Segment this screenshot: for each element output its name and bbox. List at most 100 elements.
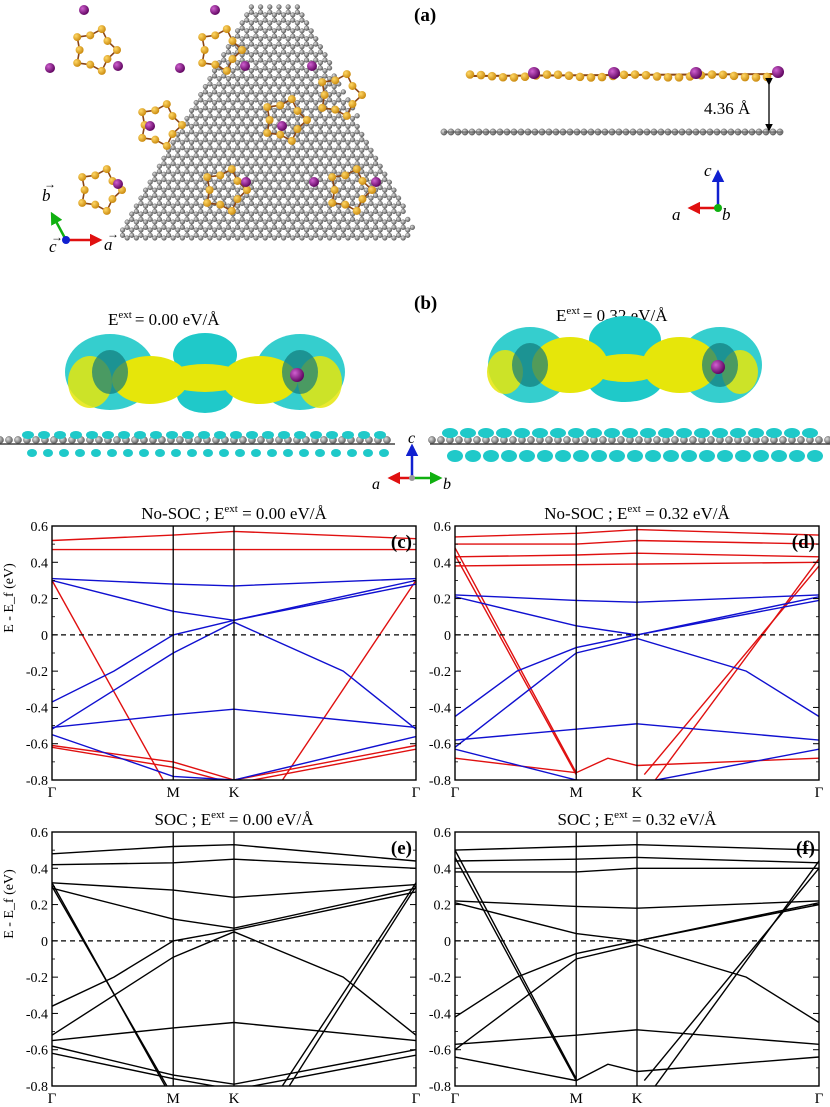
axes-indicator-b: c a b xyxy=(372,430,451,493)
y-tick-label: 0 xyxy=(41,629,48,644)
panel-a: (a) 4.36 Å a b c → → → c a b xyxy=(42,4,784,256)
y-tick-label: 0.2 xyxy=(434,593,452,608)
band-12 xyxy=(455,1029,819,1045)
y-tick-label: -0.2 xyxy=(26,665,48,680)
band-6 xyxy=(455,856,819,864)
chart-title-sup: ext xyxy=(627,503,640,515)
band-2 xyxy=(455,849,577,1080)
x-tick-label: Γ xyxy=(412,1091,421,1107)
panel-label: (d) xyxy=(792,532,815,553)
vector-hat-c: → xyxy=(51,230,63,244)
band-7 xyxy=(52,577,416,587)
y-tick-label: 0.2 xyxy=(434,899,452,914)
panel-label: (e) xyxy=(391,838,412,859)
band-4 xyxy=(654,860,819,1086)
y-tick-label: -0.2 xyxy=(429,665,451,680)
e-symbol-left: E xyxy=(108,310,118,329)
band-1 xyxy=(52,580,164,780)
band-8 xyxy=(455,900,819,909)
band-9 xyxy=(455,757,819,774)
c-axis-label-b: c xyxy=(408,430,415,447)
chart-title: No-SOC ; Eext = 0.32 eV/Å xyxy=(544,503,730,523)
band-4 xyxy=(52,530,416,542)
a-axis-label: a xyxy=(104,235,113,254)
chart-title-prefix: SOC ; E xyxy=(154,810,211,829)
y-tick-label: -0.2 xyxy=(26,971,48,986)
band-4 xyxy=(654,558,819,780)
x-tick-label: Γ xyxy=(48,1091,57,1107)
band-7 xyxy=(455,843,819,851)
panel-label: (f) xyxy=(796,838,815,859)
y-tick-label: -0.6 xyxy=(26,1044,48,1059)
band-5 xyxy=(52,858,416,869)
y-tick-label: -0.6 xyxy=(429,1044,451,1059)
band-10 xyxy=(455,594,819,603)
band-11 xyxy=(455,596,819,636)
axes-indicator-side-view: c a b xyxy=(672,161,731,224)
x-tick-label: Γ xyxy=(412,785,421,801)
chart-title-suffix: = 0.32 eV/Å xyxy=(628,810,718,829)
a-axis-label-b: a xyxy=(372,476,380,493)
band-6 xyxy=(52,843,416,862)
panel-b-label: (b) xyxy=(414,293,437,314)
y-tick-label: -0.4 xyxy=(429,701,451,716)
ext-sup-left: ext xyxy=(118,309,131,321)
y-tick-label: -0.6 xyxy=(429,738,451,753)
band-9 xyxy=(455,902,819,942)
y-tick-label: 0.4 xyxy=(31,556,49,571)
charge-density-right xyxy=(487,316,762,403)
band-3 xyxy=(643,565,819,776)
panel-b: (b) Eext= 0.00 eV/Å Eext= 0.32 eV/Å xyxy=(0,293,830,493)
band-5 xyxy=(455,867,819,873)
x-tick-label: K xyxy=(632,1091,643,1107)
y-tick-label: 0 xyxy=(444,629,451,644)
x-tick-label: Γ xyxy=(451,1091,460,1107)
y-tick-label: 0.4 xyxy=(434,556,452,571)
band-2 xyxy=(52,886,168,1086)
band-7 xyxy=(52,882,416,899)
chart-title-prefix: No-SOC ; E xyxy=(141,504,224,523)
panel-a-label: (a) xyxy=(414,5,436,26)
band-5 xyxy=(52,744,416,780)
chart-title-sup: ext xyxy=(224,503,237,515)
b-axis-arrow xyxy=(50,211,68,241)
band-15 xyxy=(455,748,819,780)
chart-title-sup: ext xyxy=(614,809,627,821)
charge-density-left xyxy=(65,333,345,413)
chart-title: SOC ; Eext = 0.32 eV/Å xyxy=(557,809,717,829)
chart-title-prefix: SOC ; E xyxy=(557,810,614,829)
y-tick-label: -0.2 xyxy=(429,971,451,986)
band-3 xyxy=(643,867,819,1082)
chart-title: No-SOC ; Eext = 0.00 eV/Å xyxy=(141,503,327,523)
c-axis-label-side: c xyxy=(704,161,712,180)
right-field-value: = 0.32 eV/Å xyxy=(583,306,668,325)
right-field-label: Eext= 0.32 eV/Å xyxy=(556,305,668,325)
y-tick-label: 0.2 xyxy=(31,899,49,914)
band-13 xyxy=(52,1052,416,1086)
band-1 xyxy=(455,554,577,775)
b-axis-label: b xyxy=(42,186,51,205)
band-1 xyxy=(455,857,577,1081)
x-tick-label: M xyxy=(570,785,583,801)
band-3 xyxy=(281,882,416,1086)
y-tick-label: 0.6 xyxy=(434,826,452,841)
x-tick-label: Γ xyxy=(48,785,57,801)
c-axis-label: c xyxy=(49,237,57,256)
band-2 xyxy=(281,580,416,780)
y-tick-label: -0.8 xyxy=(429,1080,451,1095)
y-tick-label: -0.4 xyxy=(26,701,48,716)
band-6 xyxy=(52,746,416,780)
band-4 xyxy=(288,886,416,1086)
chart-title-suffix: = 0.32 eV/Å xyxy=(641,504,731,523)
y-tick-label: -0.8 xyxy=(26,1080,48,1095)
x-tick-label: Γ xyxy=(815,785,824,801)
y-tick-label: 0.4 xyxy=(31,862,49,877)
chart-title-suffix: = 0.00 eV/Å xyxy=(225,810,315,829)
y-tick-label: 0.2 xyxy=(31,593,49,608)
band-13 xyxy=(455,1056,819,1082)
graphene-charge-layer xyxy=(0,428,830,462)
y-tick-label: 0.4 xyxy=(434,862,452,877)
vector-hat-b: → xyxy=(44,177,56,191)
band-11 xyxy=(52,708,416,729)
